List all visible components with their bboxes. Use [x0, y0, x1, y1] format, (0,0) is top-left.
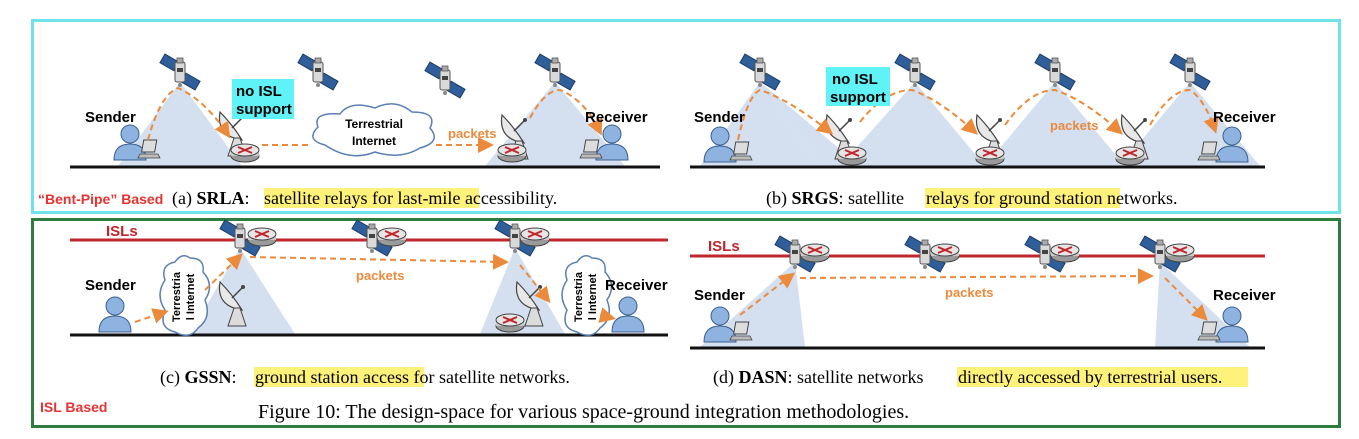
- packet-path: [739, 272, 796, 316]
- isl-section-frame: [31, 218, 1341, 428]
- no-isl-note: no ISL: [832, 71, 878, 88]
- router-icon: [975, 146, 1005, 166]
- cloud-label: Internet: [352, 134, 396, 148]
- router-icon: [520, 227, 550, 247]
- satellite-icon: [424, 61, 466, 99]
- bent-pipe-group-label: “Bent-Pipe” Based: [38, 191, 163, 207]
- beam-b: [840, 82, 985, 166]
- panel-b-srgs: packets Sender Receiver no ISL support: [690, 53, 1276, 169]
- packet-path: [1149, 88, 1219, 134]
- beam-b: [700, 82, 820, 166]
- caption-d: (d) DASN: satellite networks directly ac…: [713, 367, 1222, 388]
- satellite-icon: [739, 53, 781, 91]
- sender-label: Sender: [85, 277, 136, 294]
- satellite-icon: [159, 53, 201, 91]
- satellite-icon: [297, 53, 339, 91]
- caption-b: (b) SRGS: satellite relays for ground st…: [766, 188, 1177, 209]
- satellite-icon: [894, 53, 936, 91]
- packets-label: packets: [356, 268, 404, 283]
- packet-path: [598, 307, 616, 323]
- beam-c: [190, 248, 295, 334]
- router-icon: [495, 313, 525, 333]
- router-icon: [800, 243, 830, 263]
- no-isl-note-bg: [826, 67, 890, 106]
- router-icon: [837, 146, 867, 166]
- router-icon: [1115, 146, 1145, 166]
- router-icon: [930, 243, 960, 263]
- beam-b: [760, 82, 860, 166]
- packet-path: [519, 264, 551, 304]
- no-isl-note: support: [830, 89, 886, 106]
- router-icon: [1050, 243, 1080, 263]
- router-icon: [377, 227, 407, 247]
- packet-path: [134, 308, 169, 324]
- cloud-label: l Internet: [185, 273, 197, 320]
- receiver-label: Receiver: [1213, 287, 1276, 304]
- figure-caption: Figure 10: The design-space for various …: [258, 401, 909, 423]
- no-isl-note: support: [236, 101, 292, 118]
- caption-a: (a) SRLA: satellite relays for last-mile…: [172, 188, 557, 209]
- beam-b: [985, 82, 1125, 166]
- sender-label: Sender: [694, 109, 745, 126]
- packet-path: [529, 88, 603, 136]
- packet-path: [1004, 88, 1123, 135]
- isl-label: ISLs: [106, 223, 138, 240]
- packet-path: [799, 268, 1154, 285]
- isl-group-label: ISL Based: [40, 399, 107, 415]
- router-icon: [497, 143, 527, 163]
- satellite-icon: [534, 53, 576, 91]
- bent-pipe-section-frame: [31, 19, 1341, 214]
- cloud-label: l Internet: [587, 273, 599, 320]
- cloud-label: Terrestria: [573, 271, 585, 322]
- packet-path: [737, 88, 834, 141]
- receiver-label: Receiver: [605, 277, 668, 294]
- isl-label: ISLs: [708, 238, 740, 255]
- packet-path: [249, 253, 509, 270]
- satellite-icon: [1169, 53, 1211, 91]
- receiver-label: Receiver: [1213, 109, 1276, 126]
- no-isl-note: no ISL: [236, 83, 282, 100]
- caption-d-highlight-bg: [957, 367, 1248, 387]
- receiver-user-icon: [611, 296, 645, 333]
- beam-b: [1120, 82, 1260, 166]
- sender-label: Sender: [85, 109, 136, 126]
- sender-label: Sender: [694, 287, 745, 304]
- cloud-label: Terrestrial: [345, 117, 403, 131]
- packets-label: packets: [1050, 118, 1098, 133]
- router-icon: [1165, 243, 1195, 263]
- caption-c: (c) GSSN: ground station access for sate…: [160, 367, 570, 388]
- packet-path: [147, 86, 231, 141]
- router-icon: [230, 143, 260, 163]
- no-isl-note-bg: [232, 79, 294, 119]
- sender-user-icon: [98, 296, 132, 333]
- router-icon: [247, 227, 277, 247]
- caption-b-highlight-bg: [925, 188, 1120, 208]
- cloud-label: Terrestria: [171, 271, 183, 322]
- panel-d-dasn: ISLs packets Sender Receiver: [690, 235, 1276, 350]
- receiver-label: Receiver: [585, 109, 648, 126]
- terrestrial-internet-cloud: [159, 255, 211, 336]
- panel-c-gssn: ISLs Terrestria l Internet Terrestria l …: [70, 219, 668, 337]
- packets-label: packets: [945, 285, 993, 300]
- caption-c-highlight-bg: [254, 367, 424, 387]
- panel-a-srla: Terrestrial Internet packets Sender Rece…: [70, 53, 660, 169]
- packets-label: packets: [448, 126, 496, 141]
- packet-path: [204, 253, 243, 291]
- caption-a-highlight-bg: [264, 188, 479, 208]
- satellite-icon: [1034, 53, 1076, 91]
- terrestrial-internet-cloud: [312, 103, 435, 157]
